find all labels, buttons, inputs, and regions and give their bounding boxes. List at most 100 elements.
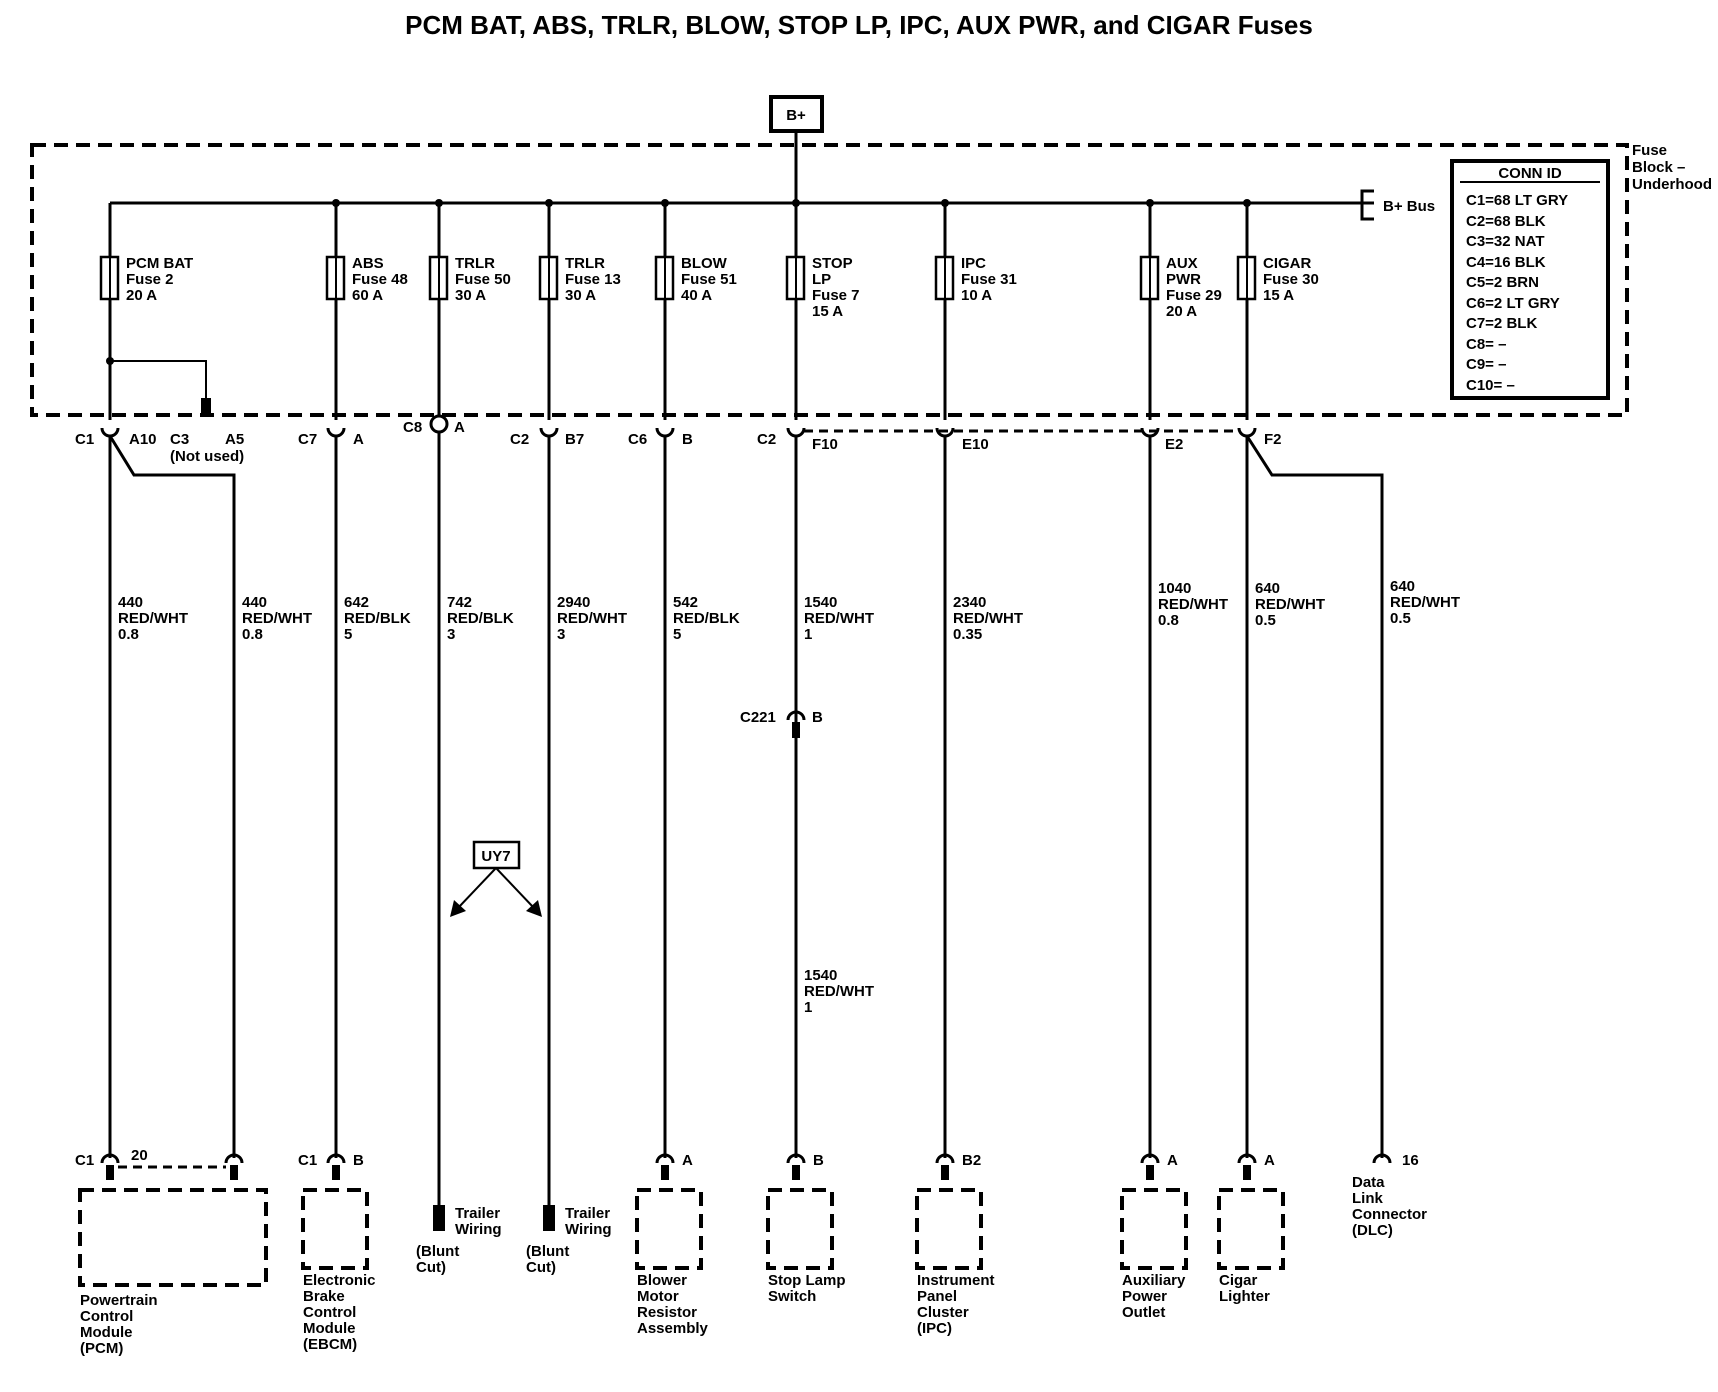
component-label: Link — [1352, 1190, 1383, 1207]
wire-label: 5 — [344, 626, 352, 643]
fuse-cigar: CIGAR Fuse 30 15 A — [1236, 203, 1319, 420]
fuse-trlr-13: TRLR Fuse 13 30 A — [538, 203, 621, 420]
connector-label: C8 — [403, 419, 422, 436]
circuit-stop-lp: 1540 RED/WHT 1 C221 B 1540 RED/WHT 1 — [740, 436, 874, 1158]
connector-pin: B — [682, 431, 693, 448]
wire-label: 742 — [447, 594, 472, 611]
conn-id-row: C8= – — [1466, 336, 1506, 353]
circuit-cigar: 640 RED/WHT 0.5 640 RED/WHT 0.5 — [1245, 435, 1460, 1158]
fuse-abs: ABS Fuse 48 60 A — [325, 203, 408, 420]
wire-label: 0.5 — [1390, 610, 1411, 627]
fuse-label: 30 A — [455, 287, 486, 304]
wire-label: 440 — [118, 594, 143, 611]
connector-label: C2 — [510, 431, 529, 448]
circuit-ipc: 2340 RED/WHT 0.35 — [943, 436, 1023, 1158]
diagram-title: PCM BAT, ABS, TRLR, BLOW, STOP LP, IPC, … — [405, 10, 1313, 40]
connector-pin: A — [1264, 1152, 1275, 1169]
ebcm-component: C1 B Electronic Brake Control Module (EB… — [298, 1152, 376, 1353]
component-label: Brake — [303, 1288, 345, 1305]
connector-pin: A — [353, 431, 364, 448]
fuse-label: 15 A — [812, 303, 843, 320]
wire-label: 1540 — [804, 594, 837, 611]
wire-label: RED/WHT — [242, 610, 312, 627]
connector-label: C6 — [628, 431, 647, 448]
fuse-block-label: Fuse Block – Underhood — [1632, 142, 1712, 193]
fuse-label: IPC — [961, 255, 986, 272]
fuse-blow: BLOW Fuse 51 40 A — [654, 203, 737, 420]
component-label: Stop Lamp — [768, 1272, 846, 1289]
component-label: Module — [80, 1324, 133, 1341]
fuse-block-outline — [30, 143, 1629, 417]
component-label: Motor — [637, 1288, 679, 1305]
connector-pin: A10 — [129, 431, 157, 448]
connector-pin: B — [813, 1152, 824, 1169]
fuse-label: 20 A — [1166, 303, 1197, 320]
fuse-label: Fuse 50 — [455, 271, 511, 288]
aux-outlet-box — [1120, 1188, 1188, 1270]
ebcm-box — [301, 1188, 369, 1270]
wire-label: 0.8 — [1158, 612, 1179, 629]
fuse-block-label-line: Fuse — [1632, 142, 1667, 159]
conn-id-row: C3=32 NAT — [1466, 233, 1545, 250]
wire-label: 0.5 — [1255, 612, 1276, 629]
component-label: Data — [1352, 1174, 1385, 1191]
conn-id-row: C5=2 BRN — [1466, 274, 1539, 291]
fuse-label: Fuse 30 — [1263, 271, 1319, 288]
wire-label: 0.35 — [953, 626, 982, 643]
aux-power-outlet-component: A Auxiliary Power Outlet — [1120, 1152, 1188, 1321]
conn-id-row: C1=68 LT GRY — [1466, 192, 1568, 209]
b-plus-bus: B+ Bus — [110, 189, 1435, 221]
wire-label: RED/BLK — [447, 610, 514, 627]
component-label: Trailer — [455, 1205, 500, 1222]
dlc-component: 16 Data Link Connector (DLC) — [1352, 1152, 1427, 1239]
connector-pin: B2 — [962, 1152, 981, 1169]
wire-label: 542 — [673, 594, 698, 611]
component-label: Blower — [637, 1272, 687, 1289]
fuse-pcm-bat: PCM BAT Fuse 2 20 A — [99, 203, 211, 420]
blower-box — [635, 1188, 703, 1270]
circuit-trlr-13: 2940 RED/WHT 3 — [547, 436, 627, 1205]
cigar-lighter-component: A Cigar Lighter — [1217, 1152, 1285, 1305]
wire-label: 1 — [804, 999, 812, 1016]
connector-pin: B — [353, 1152, 364, 1169]
wire-label: 3 — [557, 626, 565, 643]
fuse-label: Fuse 13 — [565, 271, 621, 288]
conn-id-row: C9= – — [1466, 356, 1506, 373]
wire-label: RED/WHT — [557, 610, 627, 627]
b-plus-source: B+ — [769, 95, 824, 203]
pcm-box — [78, 1188, 268, 1287]
connector-pin: 20 — [131, 1147, 148, 1164]
fuse-label: 20 A — [126, 287, 157, 304]
wire-label: 3 — [447, 626, 455, 643]
component-label: Control — [80, 1308, 133, 1325]
component-label: Assembly — [637, 1320, 709, 1337]
component-label: (EBCM) — [303, 1336, 357, 1353]
b-plus-bus-label: B+ Bus — [1383, 198, 1435, 215]
component-label: Auxiliary — [1122, 1272, 1186, 1289]
wire-label: 440 — [242, 594, 267, 611]
conn-id-row: C7=2 BLK — [1466, 315, 1537, 332]
wire-label: RED/WHT — [1158, 596, 1228, 613]
ipc-component: B2 Instrument Panel Cluster (IPC) — [915, 1152, 995, 1337]
conn-id-row: C4=16 BLK — [1466, 254, 1546, 271]
component-label: Module — [303, 1320, 356, 1337]
circuit-pcm-bat: 440 RED/WHT 0.8 440 RED/WHT 0.8 — [108, 435, 312, 1158]
component-label: Connector — [1352, 1206, 1427, 1223]
fuse-label: Fuse 31 — [961, 271, 1017, 288]
component-label: (DLC) — [1352, 1222, 1393, 1239]
connector-pin: F10 — [812, 436, 838, 453]
component-note: (Blunt — [526, 1243, 569, 1260]
connector-label: C1 — [298, 1152, 317, 1169]
wire-label: 1040 — [1158, 580, 1191, 597]
fuse-label: CIGAR — [1263, 255, 1312, 272]
conn-id-row: C2=68 BLK — [1466, 213, 1546, 230]
component-label: Electronic — [303, 1272, 376, 1289]
component-label: (IPC) — [917, 1320, 952, 1337]
connector-pin: B — [812, 709, 823, 726]
fuse-label: Fuse 51 — [681, 271, 737, 288]
conn-id-row: C6=2 LT GRY — [1466, 295, 1560, 312]
fuse-label: 10 A — [961, 287, 992, 304]
cigar-box — [1217, 1188, 1285, 1270]
component-label: Instrument — [917, 1272, 995, 1289]
